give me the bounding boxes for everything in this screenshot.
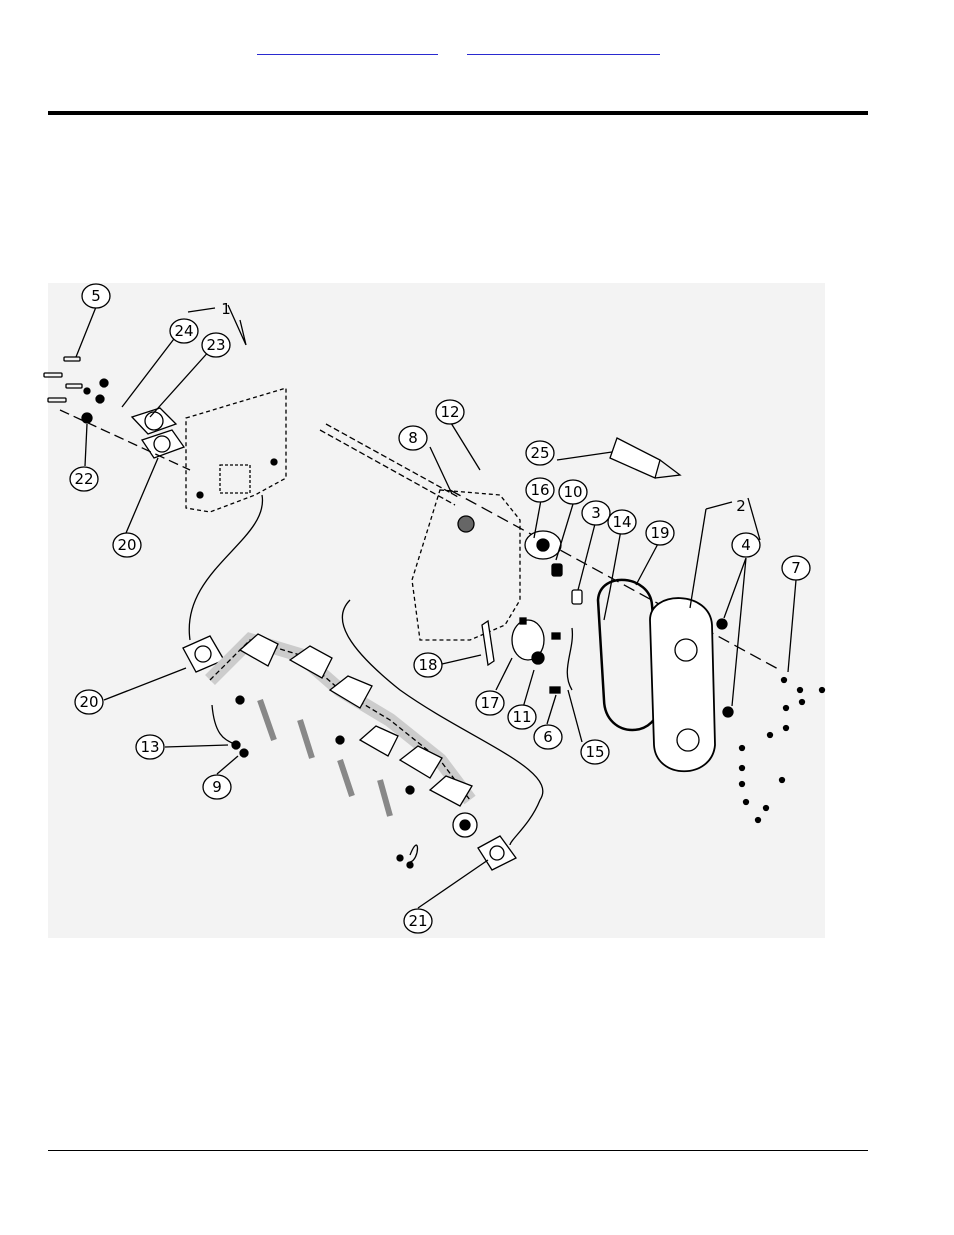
callout-9-label: 9 bbox=[212, 778, 222, 796]
callout-13-label: 13 bbox=[140, 738, 159, 756]
bolt-set-5 bbox=[44, 357, 82, 402]
washers-nuts bbox=[82, 379, 108, 423]
callout-12-label: 12 bbox=[440, 403, 459, 421]
callout-4-label: 4 bbox=[741, 536, 751, 554]
callout-10-label: 10 bbox=[563, 483, 582, 501]
callout-1: 1 bbox=[221, 300, 231, 318]
cover-bolts bbox=[740, 678, 825, 823]
callout-19-label: 19 bbox=[650, 524, 669, 542]
callout-14-label: 14 bbox=[612, 513, 631, 531]
callout-8-label: 8 bbox=[408, 429, 418, 447]
callout-15-label: 15 bbox=[585, 743, 604, 761]
gasket-21 bbox=[478, 836, 516, 870]
callout-25-label: 25 bbox=[530, 444, 549, 462]
callout-3-label: 3 bbox=[591, 504, 601, 522]
callout-18-label: 18 bbox=[418, 656, 437, 674]
callout-2-label: 2 bbox=[736, 497, 746, 515]
callout-17-label: 17 bbox=[480, 694, 499, 712]
callout-22-label: 22 bbox=[74, 470, 93, 488]
chain-18 bbox=[482, 621, 494, 665]
callout-2: 2 bbox=[736, 497, 746, 515]
callout-23-label: 23 bbox=[206, 336, 225, 354]
callout-11-label: 11 bbox=[512, 708, 531, 726]
callout-24-label: 24 bbox=[174, 322, 193, 340]
side-plate-right bbox=[412, 490, 520, 640]
callout-5-label: 5 bbox=[91, 287, 101, 305]
cartridge-25 bbox=[610, 438, 660, 478]
callout-21-label: 21 bbox=[408, 912, 427, 930]
callout-20-top-label: 20 bbox=[117, 536, 136, 554]
callout-7-label: 7 bbox=[791, 559, 801, 577]
cover-2 bbox=[650, 598, 715, 771]
callout-6-label: 6 bbox=[543, 728, 553, 746]
callout-20-lower-label: 20 bbox=[79, 693, 98, 711]
callout-1-label: 1 bbox=[221, 300, 231, 318]
callout-16-label: 16 bbox=[530, 481, 549, 499]
